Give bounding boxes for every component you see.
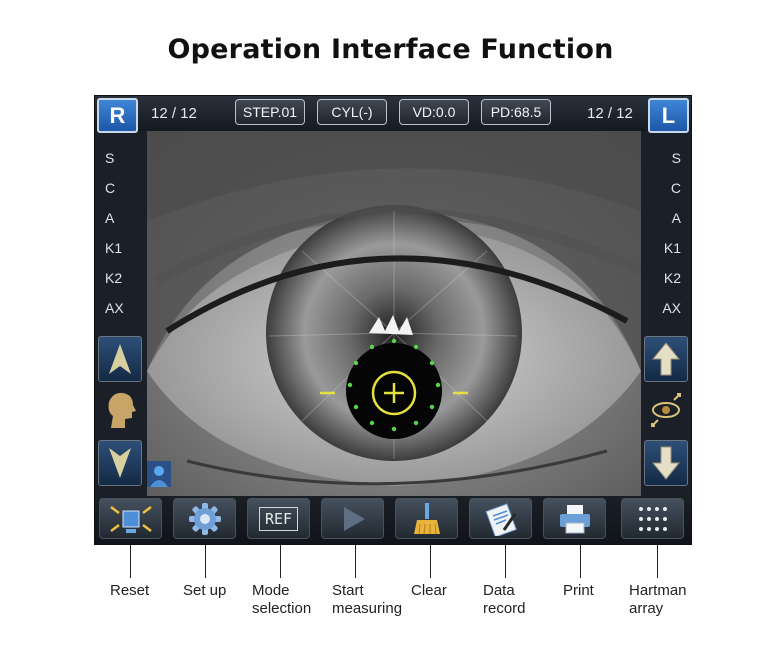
print-caption: Print — [563, 582, 594, 599]
reset-leader-line — [130, 545, 131, 578]
readout-k1-label: K1 — [105, 240, 123, 256]
data-record-button[interactable] — [469, 498, 532, 539]
clear-leader-line — [430, 545, 431, 578]
reset-button[interactable] — [99, 498, 162, 539]
readout-s-label: S — [105, 150, 115, 166]
eye-image — [147, 131, 641, 496]
right-measurement-counter: 12 / 12 — [151, 105, 197, 122]
setup-caption: Set up — [183, 582, 227, 599]
reset-caption: Reset — [110, 582, 150, 599]
left-measurement-counter: 12 / 12 — [587, 105, 633, 122]
right-eye-readouts: S C A K1 K2 AX — [95, 148, 135, 328]
autorefractor-screen: R 12 / 12 STEP.01 CYL(-) VD:0.0 PD:68.5 … — [94, 95, 692, 545]
ref-icon: REF — [258, 506, 299, 531]
readout-ax-label: AX — [662, 300, 681, 316]
broom-icon — [413, 502, 440, 534]
readout-a-label: A — [105, 210, 115, 226]
setup-leader-line — [205, 545, 206, 578]
readout-k2-label: K2 — [663, 270, 681, 286]
chinrest-up-button[interactable] — [98, 336, 142, 382]
play-icon — [343, 506, 365, 531]
clipboard-icon — [485, 502, 517, 536]
head-profile-icon[interactable] — [98, 388, 142, 432]
start-leader-line — [355, 545, 356, 578]
hartman-leader-line — [657, 545, 658, 578]
cylinder-chip[interactable]: CYL(-) — [317, 99, 387, 125]
reset-icon — [109, 505, 152, 533]
eye-camera-view[interactable] — [147, 131, 641, 496]
hartman-array-button[interactable] — [621, 498, 684, 539]
alignment-ring — [347, 338, 441, 432]
right-down-button[interactable] — [644, 440, 688, 486]
clear-caption: Clear — [411, 582, 447, 599]
readout-k2-label: K2 — [105, 270, 123, 286]
bottom-toolbar: REF — [95, 496, 691, 544]
readout-k1-label: K1 — [663, 240, 681, 256]
top-bar: R 12 / 12 STEP.01 CYL(-) VD:0.0 PD:68.5 … — [95, 96, 691, 133]
eye-with-arrows-icon[interactable] — [644, 388, 688, 432]
print-leader-line — [580, 545, 581, 578]
left-eye-readouts: S C A K1 K2 AX — [651, 148, 691, 328]
up-arrow-icon — [109, 344, 131, 374]
data-leader-line — [505, 545, 506, 578]
mode-leader-line — [280, 545, 281, 578]
person-icon — [147, 461, 171, 487]
gear-icon — [188, 502, 221, 535]
page-title: Operation Interface Function — [167, 34, 614, 65]
start-measuring-button[interactable] — [321, 498, 384, 539]
step-chip[interactable]: STEP.01 — [235, 99, 305, 125]
print-button[interactable] — [543, 498, 606, 539]
clear-button[interactable] — [395, 498, 458, 539]
down-arrow-icon — [651, 446, 681, 480]
setup-button[interactable] — [173, 498, 236, 539]
right-eye-button[interactable]: R — [97, 98, 138, 133]
up-arrow-icon — [651, 342, 681, 376]
chinrest-down-button[interactable] — [98, 440, 142, 486]
printer-icon — [559, 504, 590, 533]
mode-selection-button[interactable]: REF — [247, 498, 310, 539]
readout-s-label: S — [671, 150, 681, 166]
readout-c-label: C — [670, 180, 681, 196]
readout-c-label: C — [105, 180, 116, 196]
right-up-button[interactable] — [644, 336, 688, 382]
left-eye-button[interactable]: L — [648, 98, 689, 133]
readout-a-label: A — [671, 210, 681, 226]
dot-grid-icon — [638, 506, 667, 531]
readout-ax-label: AX — [105, 300, 124, 316]
down-arrow-icon — [109, 448, 131, 478]
pupil-distance-chip[interactable]: PD:68.5 — [481, 99, 551, 125]
vertex-distance-chip[interactable]: VD:0.0 — [399, 99, 469, 125]
